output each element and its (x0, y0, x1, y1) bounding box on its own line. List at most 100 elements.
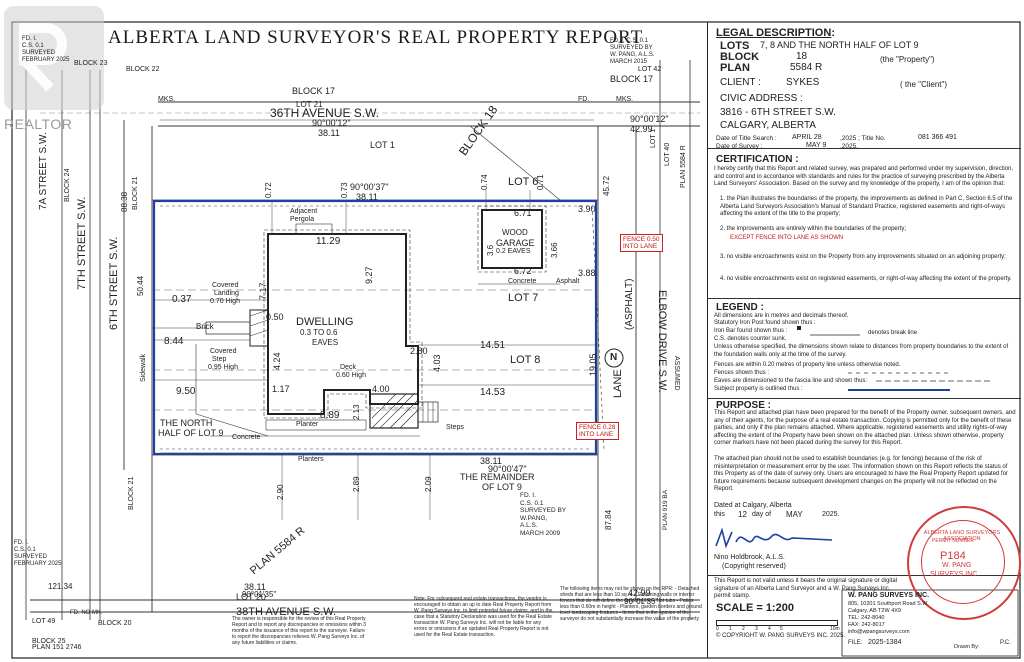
dim-3-88: 3.88 (578, 268, 596, 278)
company-name: W. PANG SURVEYS INC. (848, 592, 930, 599)
vendor-note: Note: For subsequent real estate transac… (414, 596, 553, 638)
legend-line8: Eaves are dimensioned to the fascia line… (714, 378, 868, 384)
landing-label: Landing (214, 290, 239, 297)
fence-note-0-50: FENCE 0.50 INTO LANE (620, 234, 663, 252)
sidewalk-label: Sidewalk (140, 353, 147, 382)
scale-tick-4: 4 (768, 626, 771, 632)
concrete-garage-label: Concrete (508, 278, 537, 285)
dim-88-38: 88.38 (120, 191, 129, 212)
block-17b-label: BLOCK 17 (610, 74, 654, 84)
plan-value: 5584 R (790, 62, 823, 73)
dim-4-03: 4.03 (432, 354, 442, 372)
block-21b-label: BLOCK 21 (128, 476, 135, 510)
validity-note: This Report is not valid unless it bears… (714, 578, 898, 600)
dim-2-80: 2.80 (410, 346, 428, 356)
street-south-label: 38TH AVENUE S.W. (236, 606, 337, 618)
day-of-label: day of (752, 511, 772, 518)
corner-ne-note: FD. I. C.S. 0.1 SURVEYED BY W. PANG, A.L… (610, 38, 655, 65)
remainder-label: THE REMAINDER (460, 472, 535, 482)
dim-11-29: 11.29 (316, 236, 341, 247)
dim-bearing-47: 90°00'47" (488, 464, 527, 474)
dim-0-73: 0.73 (340, 182, 349, 198)
mks-label2: MKS. (616, 96, 634, 103)
dim-1-17: 1.17 (272, 384, 290, 394)
dim-8-44: 8.44 (164, 336, 184, 347)
company-fax: FAX: 242-8017 (848, 622, 885, 628)
legend-line6: Fences are within 0.20 metres of propert… (714, 362, 901, 368)
block-22-label: BLOCK 22 (126, 66, 160, 73)
east-lot-1-label: LOT 1 (650, 128, 657, 148)
street-west2-label: 7TH STREET S.W. (76, 196, 88, 290)
scale-tick-1: 1 (729, 626, 732, 632)
block-20-label: BLOCK 20 (98, 620, 132, 627)
dim-bearing-37: 90°00'37" (350, 182, 389, 192)
surveyor-name: Nino Holdbrook, A.L.S. (714, 554, 785, 561)
purpose-heading: PURPOSE : (716, 400, 772, 411)
dim-bearing-east-top: 90°00'12" (630, 114, 669, 124)
deck-label: Deck (340, 364, 356, 371)
dim-38-11-mid: 38.11 (356, 192, 378, 202)
lot-20-label: LOT 20 (236, 592, 266, 602)
company-addr1: 805, 10201 Southport Road S.W. (848, 601, 929, 607)
lot-49-label: LOT 49 (32, 618, 56, 625)
lot-6-label: LOT 6 (508, 176, 539, 188)
legend-line9: Subject property is outlined thus : (714, 386, 803, 392)
dim-2-90: 2.90 (276, 484, 285, 500)
signature-day: 12 (738, 510, 747, 519)
realtor-logo-watermark (4, 6, 104, 110)
legend-line1: All dimensions are in metres and decimal… (714, 313, 849, 319)
purpose-text1: This Report and attached plan have been … (714, 410, 1016, 447)
steps-label: Steps (446, 424, 464, 431)
signature-year: 2025. (822, 511, 840, 518)
client-value: SYKES (786, 77, 820, 88)
scale-tick-2: 2 (742, 626, 745, 632)
address-line1: 3816 - 6TH STREET S.W. (720, 107, 836, 118)
dim-0-37: 0.37 (172, 294, 192, 305)
report-title: ALBERTA LAND SURVEYOR'S REAL PROPERTY RE… (108, 27, 644, 48)
dim-38-11-bot: 38.11 (480, 456, 502, 466)
block-23-label: BLOCK 23 (74, 60, 108, 67)
block-value: 18 (796, 51, 808, 62)
plan-151-label: PLAN 151 2746 (32, 644, 82, 651)
legal-heading: LEGAL DESCRIPTION: (716, 27, 835, 39)
file-number: 2025-1384 (868, 639, 902, 646)
purpose-text2: The attached plan should not be used to … (714, 456, 1009, 493)
lane-label: LANE (612, 369, 624, 398)
dwelling-label: DWELLING (296, 316, 354, 328)
dim-19-05: 19.05 (588, 353, 598, 376)
stamp-permit-label: PERMIT NUMBER (932, 538, 974, 544)
dim-6-72: 6.72 (514, 266, 532, 276)
scale-tick-10: 10m (830, 626, 840, 632)
company-tel: TEL: 242-8040 (848, 615, 885, 621)
dim-87-84: 87.84 (604, 509, 613, 530)
asphalt-label: Asphalt (556, 278, 580, 285)
dim-bearing-35: 90°01'35" (242, 590, 277, 599)
lot-7-label: LOT 7 (508, 292, 539, 304)
dwelling-eaves-label: EAVES (312, 338, 339, 347)
stamp-arc-text: ALBERTA LAND SURVEYORS ASSOCIATION (923, 530, 1001, 542)
garage-wood-label: WOOD (502, 228, 528, 237)
dim-121-34: 121.34 (48, 582, 73, 591)
dim-0-71: 0.71 (536, 174, 545, 190)
title-search-value: APRIL 28 (792, 134, 822, 141)
street-west-label: 6TH STREET S.W. (108, 236, 120, 330)
corner-sw2-note: FD. I. C.S. 0.1 SURVEYED FEBRUARY 2025 (14, 540, 62, 567)
dim-38-11-top: 38.11 (318, 128, 340, 138)
dim-42-99-top: 42.99 (630, 124, 653, 134)
plan-919-label: PLAN 919 BA (662, 489, 669, 530)
east-plan-label: PLAN 5584 R (680, 145, 687, 188)
dim-2-13: 2.13 (352, 404, 361, 420)
north-half-label2: HALF OF LOT 9 (158, 428, 224, 438)
corner-nw-note: FD. I. C.S. 0.1 SURVEYED FEBRUARY 2025 (22, 36, 70, 63)
dim-8-89: 8.89 (320, 410, 340, 421)
dim-45-72: 45.72 (602, 175, 611, 196)
dim-0-74: 0.74 (480, 174, 489, 190)
garage-label: GARAGE (496, 238, 535, 248)
fence-note-0-28: FENCE 0.28 INTO LANE (576, 422, 619, 440)
drawn-by-value: P.C. (1000, 640, 1011, 646)
signature-month: MAY (786, 510, 803, 519)
certification-heading: CERTIFICATION : (716, 154, 799, 165)
dim-bearing-35b: 90°01'35" (624, 597, 659, 606)
stamp-company2: SURVEYS INC. (930, 571, 980, 578)
